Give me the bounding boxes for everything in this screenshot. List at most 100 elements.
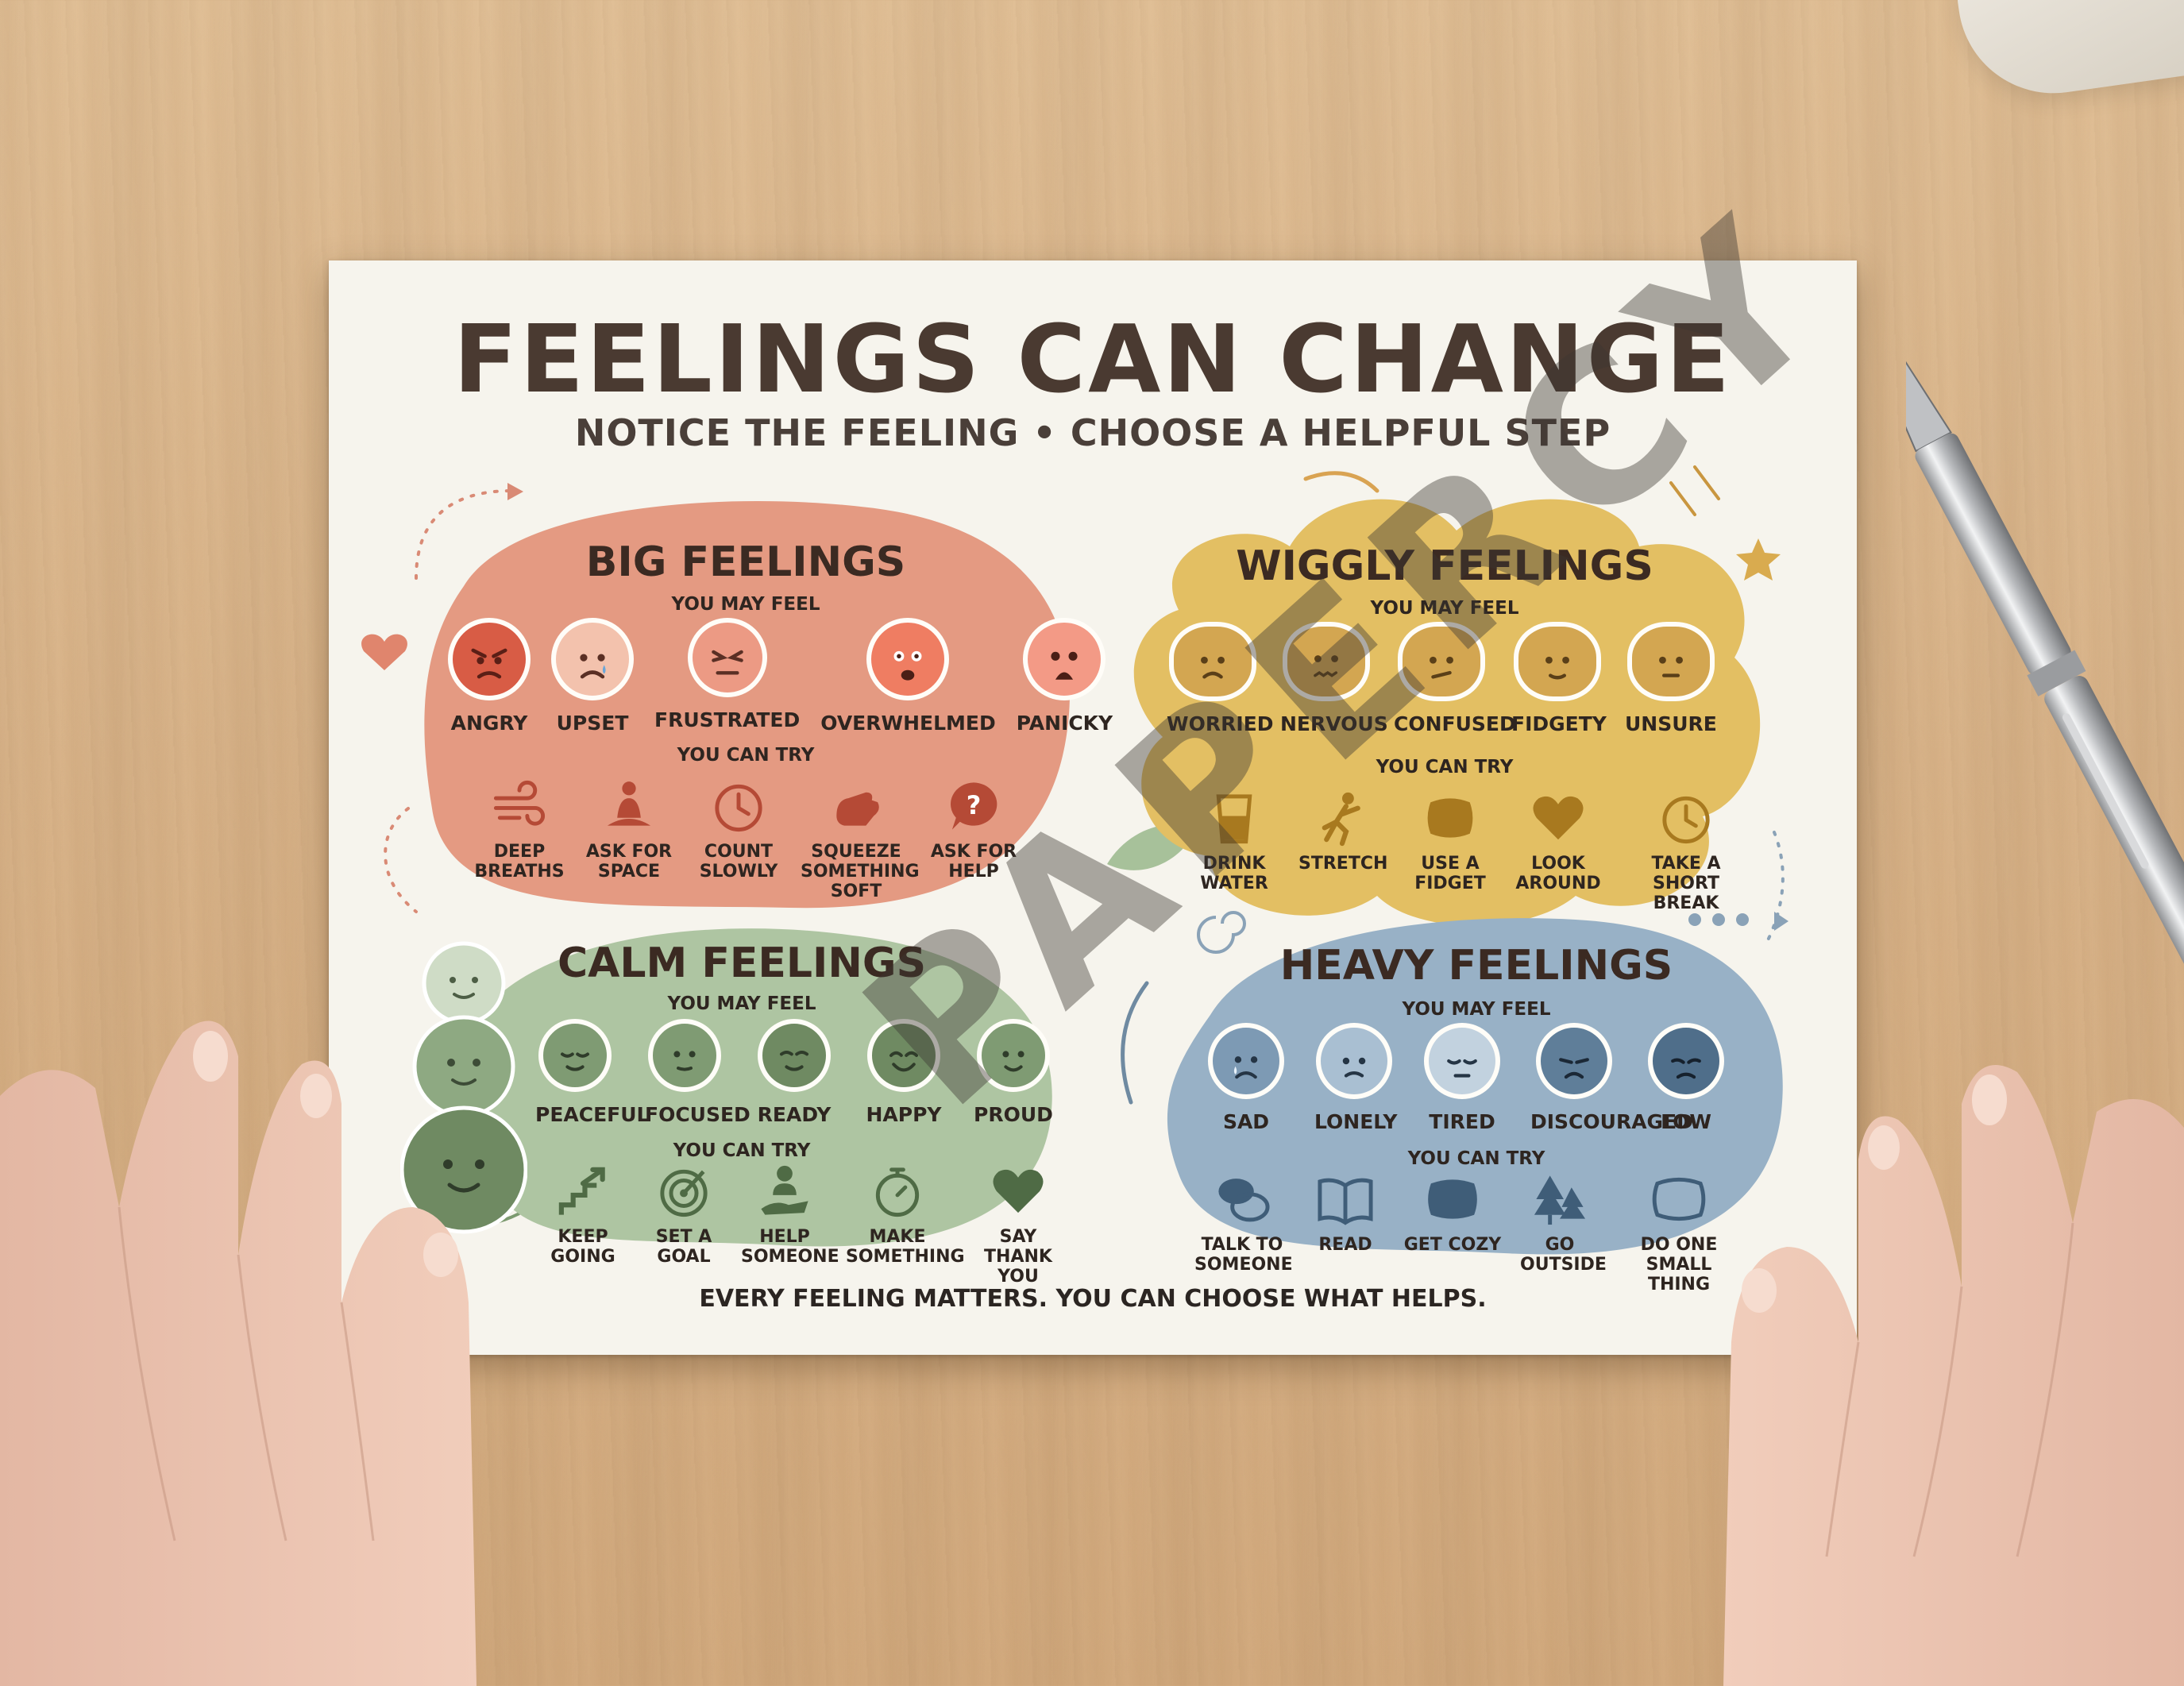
feeling-label: OVERWHELMED bbox=[820, 712, 996, 735]
feeling-overwhelmed: OVERWHELMED bbox=[820, 618, 996, 735]
heavy-you-may-feel: YOU MAY FEEL bbox=[1402, 999, 1551, 1020]
angry-face-icon bbox=[448, 618, 531, 700]
fidgety-face-icon bbox=[1513, 622, 1601, 701]
helping-hand-icon bbox=[755, 1162, 814, 1221]
action-label: SMALL THING bbox=[1646, 1255, 1712, 1294]
feeling-fidgety: FIDGETY bbox=[1511, 622, 1607, 735]
big-you-may-feel: YOU MAY FEEL bbox=[671, 594, 820, 615]
big-feelings-blob bbox=[424, 501, 1070, 909]
feeling-label: UPSET bbox=[556, 712, 629, 735]
tired-face-icon bbox=[1424, 1023, 1500, 1099]
feeling-happy: HAPPY bbox=[864, 1019, 943, 1126]
feeling-focused: FOCUSED bbox=[645, 1019, 751, 1126]
feeling-label: DISCOURAGED bbox=[1530, 1110, 1693, 1133]
big-you-can-try: YOU CAN TRY bbox=[677, 745, 815, 766]
stretch-icon bbox=[1313, 789, 1372, 847]
feeling-frustrated: FRUSTRATED bbox=[654, 618, 800, 735]
action-label: THANK YOU bbox=[984, 1247, 1052, 1287]
action-read: READ bbox=[1306, 1170, 1385, 1294]
action-get-cozy: GET COZY bbox=[1401, 1170, 1504, 1294]
feeling-label: CONFUSED bbox=[1394, 712, 1516, 735]
peaceful-face-icon bbox=[538, 1019, 612, 1092]
speech-bubbles-icon bbox=[1213, 1170, 1271, 1229]
wiggly-feelings-row: WORRIED NERVOUS CONFUSED FIDGETY bbox=[1167, 622, 1717, 735]
frustrated-face-icon bbox=[687, 618, 767, 697]
calm-feelings-row: PEACEFUL FOCUSED READY HAPPY bbox=[535, 1019, 1053, 1126]
action-label: FIDGET bbox=[1414, 874, 1486, 893]
action-label: GOAL bbox=[657, 1247, 711, 1267]
calm-feelings-section: CALM FEELINGS YOU MAY FEEL PEACEFUL FOCU… bbox=[400, 920, 1075, 1287]
meditation-icon bbox=[600, 777, 658, 835]
action-label: MAKE bbox=[869, 1227, 926, 1247]
steps-arrow-icon bbox=[554, 1162, 612, 1221]
poster-title: FEELINGS CAN CHANGE bbox=[453, 304, 1733, 414]
feeling-label: LONELY bbox=[1314, 1110, 1398, 1133]
action-label: GOING bbox=[550, 1247, 615, 1267]
heart-icon bbox=[989, 1162, 1048, 1221]
feeling-lonely: LONELY bbox=[1314, 1023, 1398, 1133]
action-label: GET COZY bbox=[1403, 1235, 1502, 1255]
action-label: SET A bbox=[655, 1227, 712, 1247]
confused-face-icon bbox=[1398, 622, 1485, 701]
feeling-sad: SAD bbox=[1206, 1023, 1286, 1133]
focused-face-icon bbox=[648, 1019, 721, 1092]
feeling-panicky: PANICKY bbox=[1017, 618, 1113, 735]
action-label: SOMETHING bbox=[801, 862, 920, 882]
hand-squeeze-icon bbox=[827, 777, 886, 835]
nervous-face-icon bbox=[1282, 622, 1370, 701]
stopwatch-icon bbox=[868, 1162, 927, 1221]
action-label: SOMETHING bbox=[846, 1247, 965, 1267]
big-feelings-row: ANGRY UPSET FRUSTRATED OVERWHELMED bbox=[448, 618, 1113, 735]
fidget-icon bbox=[1421, 789, 1480, 847]
feeling-discouraged: DISCOURAGED bbox=[1530, 1023, 1693, 1133]
unsure-face-icon bbox=[1626, 622, 1715, 701]
feeling-upset: UPSET bbox=[551, 618, 634, 735]
feeling-label: UNSURE bbox=[1625, 712, 1717, 735]
action-label: DO ONE bbox=[1640, 1235, 1718, 1255]
action-label: TALK TO bbox=[1201, 1235, 1283, 1255]
pillow-icon bbox=[1650, 1170, 1708, 1229]
feeling-label: NERVOUS bbox=[1280, 712, 1388, 735]
sad-face-icon bbox=[1208, 1023, 1284, 1099]
feeling-label: FRUSTRATED bbox=[654, 708, 801, 731]
action-label: SOMEONE bbox=[741, 1247, 839, 1267]
action-label: SOFT bbox=[830, 882, 882, 901]
feeling-label: READY bbox=[757, 1103, 832, 1126]
action-label: SOMEONE bbox=[1194, 1255, 1293, 1275]
action-label: BREATHS bbox=[474, 862, 565, 882]
heavy-you-can-try: YOU CAN TRY bbox=[1407, 1148, 1545, 1169]
action-label: TAKE A bbox=[1651, 854, 1721, 874]
feeling-unsure: UNSURE bbox=[1625, 622, 1717, 735]
wiggly-you-can-try: YOU CAN TRY bbox=[1376, 757, 1514, 777]
action-label: STRETCH bbox=[1298, 854, 1388, 874]
stacked-calm-faces-icon bbox=[400, 941, 527, 1234]
right-hand bbox=[1723, 1065, 2184, 1686]
question-bubble-icon: ? bbox=[944, 777, 1003, 835]
action-label: HELP bbox=[759, 1227, 810, 1247]
action-label: SPACE bbox=[597, 862, 661, 882]
calm-feelings-title: CALM FEELINGS bbox=[557, 939, 927, 987]
worried-face-icon bbox=[1168, 622, 1256, 701]
heavy-feelings-row: SAD LONELY TIRED DISCOURAGED bbox=[1206, 1023, 1726, 1133]
feeling-label: FOCUSED bbox=[645, 1103, 751, 1126]
feeling-ready: READY bbox=[754, 1019, 834, 1126]
proud-face-icon bbox=[977, 1019, 1050, 1092]
ready-face-icon bbox=[758, 1019, 831, 1092]
clock-icon bbox=[709, 777, 768, 835]
feeling-proud: PROUD bbox=[974, 1019, 1053, 1126]
fountain-pen bbox=[1906, 350, 2184, 986]
discouraged-face-icon bbox=[1536, 1023, 1612, 1099]
feeling-label: FIDGETY bbox=[1511, 712, 1607, 735]
wiggly-feelings-title: WIGGLY FEELINGS bbox=[1236, 542, 1653, 590]
